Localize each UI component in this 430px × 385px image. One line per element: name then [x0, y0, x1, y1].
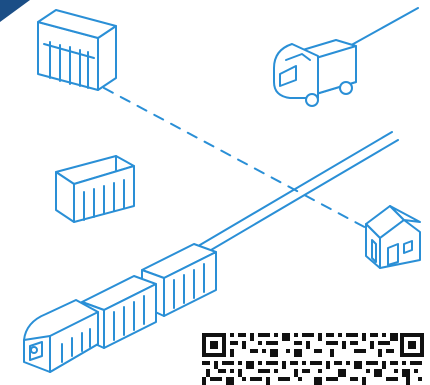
- house-icon: [366, 206, 420, 268]
- corner-decoration: [0, 0, 30, 22]
- pickup-truck-icon: [274, 40, 356, 106]
- train-locomotive-icon: [24, 300, 98, 372]
- dashed-route-line: [104, 88, 370, 230]
- open-container-icon: [56, 156, 134, 222]
- qr-code-icon: [202, 333, 424, 385]
- open-container-icon: [38, 10, 116, 90]
